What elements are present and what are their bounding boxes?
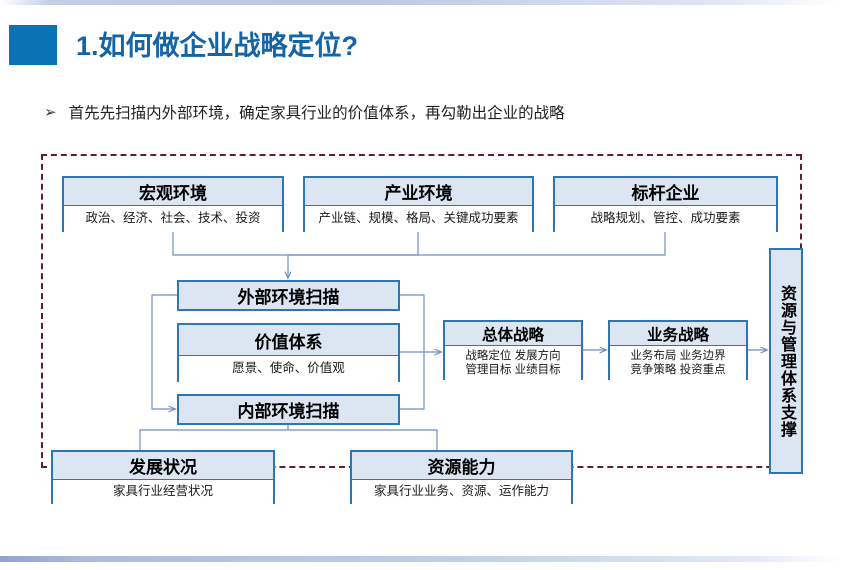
node-header: 标杆企业 [555,178,776,206]
node-header: 总体战略 [445,322,581,346]
node-header: 内部环境扫描 [179,396,398,423]
node-benchmark-enterprise[interactable]: 标杆企业 战略规划、管控、成功要素 [553,176,778,232]
node-body: 家具行业业务、资源、运作能力 [352,480,571,504]
bottom-accent-bar [0,556,841,562]
top-accent-bar [0,0,841,5]
node-body-line-1: 业务布局 业务边界 [630,349,726,362]
node-business-strategy[interactable]: 业务战略 业务布局 业务边界 竞争策略 投资重点 [608,320,748,380]
node-overall-strategy[interactable]: 总体战略 战略定位 发展方向 管理目标 业绩目标 [443,320,583,380]
node-body-line-2: 竞争策略 投资重点 [630,364,726,376]
node-body: 战略定位 发展方向 管理目标 业绩目标 [445,346,581,380]
node-support-label: 资源与管理体系支撑 [778,284,795,438]
node-body: 家具行业经营状况 [53,480,273,504]
node-internal-scan[interactable]: 内部环境扫描 [177,394,400,425]
node-support-system[interactable]: 资源与管理体系支撑 [769,248,803,474]
node-body: 愿景、使命、价值观 [179,356,398,382]
node-header: 外部环境扫描 [179,282,398,309]
node-macro-environment[interactable]: 宏观环境 政治、经济、社会、技术、投资 [62,176,284,232]
node-body-line-1: 战略定位 发展方向 [465,349,561,362]
bullet-text: 首先先扫描内外部环境，确定家具行业的价值体系，再勾勒出企业的战略 [68,105,565,122]
node-resource-capability[interactable]: 资源能力 家具行业业务、资源、运作能力 [350,450,573,504]
node-body: 产业链、规模、格局、关键成功要素 [305,206,532,232]
node-development-status[interactable]: 发展状况 家具行业经营状况 [51,450,275,504]
node-body-line-2: 管理目标 业绩目标 [465,364,561,376]
node-header: 业务战略 [610,322,746,346]
arrow-bullet-icon: ➢ [44,103,57,121]
node-header: 发展状况 [53,452,273,480]
node-header: 产业环境 [305,178,532,206]
title-accent-square [9,25,57,65]
page-title: 1.如何做企业战略定位? [76,31,359,61]
node-header: 价值体系 [179,325,398,356]
node-industry-environment[interactable]: 产业环境 产业链、规模、格局、关键成功要素 [303,176,534,232]
node-body: 业务布局 业务边界 竞争策略 投资重点 [610,346,746,380]
node-body: 政治、经济、社会、技术、投资 [64,206,282,232]
bullet-row: ➢ 首先先扫描内外部环境，确定家具行业的价值体系，再勾勒出企业的战略 [44,101,565,123]
node-header: 资源能力 [352,452,571,480]
node-external-scan[interactable]: 外部环境扫描 [177,280,400,311]
node-body: 战略规划、管控、成功要素 [555,206,776,232]
node-header: 宏观环境 [64,178,282,206]
node-value-system[interactable]: 价值体系 愿景、使命、价值观 [177,323,400,382]
